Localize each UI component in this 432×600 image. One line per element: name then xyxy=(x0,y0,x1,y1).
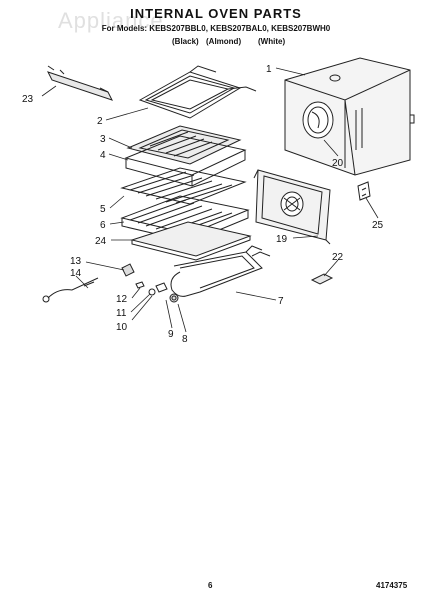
callout-14: 14 xyxy=(70,268,82,279)
callout-12: 12 xyxy=(116,294,128,305)
part-hinge-bracket xyxy=(357,181,371,201)
callout-labels: 1 2 3 4 5 6 7 8 9 10 11 12 13 14 19 20 2… xyxy=(22,64,384,345)
finish-black: (Black) xyxy=(172,37,199,46)
document-number: 4174375 xyxy=(376,581,408,590)
part-sensor-bracket xyxy=(121,263,135,277)
callout-10: 10 xyxy=(116,322,128,333)
callout-2: 2 xyxy=(97,116,103,127)
part-rack-guide xyxy=(130,221,252,261)
callout-1: 1 xyxy=(266,64,272,75)
part-vent-trim xyxy=(47,65,113,101)
callout-11: 11 xyxy=(116,308,127,319)
callout-22: 22 xyxy=(332,252,344,263)
callout-9: 9 xyxy=(168,329,174,340)
callout-23: 23 xyxy=(22,94,34,105)
callout-24: 24 xyxy=(95,236,107,247)
part-oven-rack-upper xyxy=(120,167,247,205)
part-small-hardware xyxy=(135,281,179,303)
part-broiler-pan xyxy=(124,135,247,187)
callout-25: 25 xyxy=(372,220,384,231)
page-title: INTERNAL OVEN PARTS xyxy=(130,6,302,21)
model-list: For Models: KEBS207BBL0, KEBS207BAL0, KE… xyxy=(101,24,331,33)
callout-5: 5 xyxy=(100,204,106,215)
watermark: Appliance xyxy=(58,8,164,33)
page-number: 6 xyxy=(208,581,213,590)
part-clip xyxy=(310,273,334,285)
part-convection-panel xyxy=(253,169,331,245)
callout-13: 13 xyxy=(70,256,82,267)
callout-3: 3 xyxy=(100,134,106,145)
part-bake-element xyxy=(170,245,271,297)
part-temperature-sensor xyxy=(42,277,99,303)
callout-20: 20 xyxy=(332,158,344,169)
part-broiler-grid xyxy=(126,125,242,165)
callout-19: 19 xyxy=(276,234,288,245)
finish-white: (White) xyxy=(258,37,286,46)
callout-6: 6 xyxy=(100,220,106,231)
callout-4: 4 xyxy=(100,150,106,161)
part-oven-cavity xyxy=(284,57,415,176)
leader-lines xyxy=(41,67,379,333)
finish-almond: (Almond) xyxy=(206,37,242,46)
callout-7: 7 xyxy=(278,296,284,307)
part-broil-element xyxy=(138,65,257,119)
callout-8: 8 xyxy=(182,334,188,345)
